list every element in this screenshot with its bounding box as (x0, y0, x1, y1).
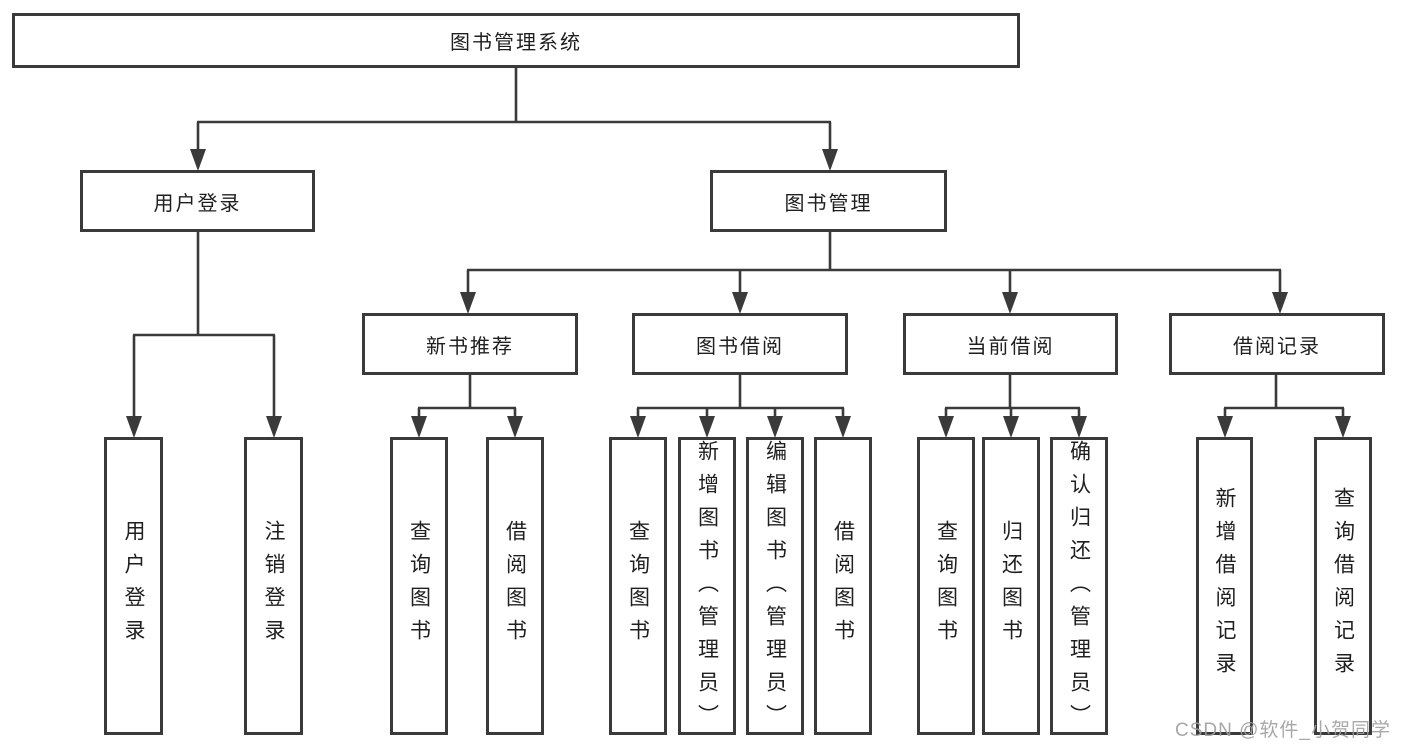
node-book-borrowing: 图书借阅 (632, 313, 848, 375)
node-leaf-borrow-books-recommend: 借阅图书 (486, 437, 544, 735)
node-leaf-add-borrow-record: 新增借阅记录 (1196, 437, 1253, 735)
node-leaf-add-books-admin: 新增图书（管理员） (678, 437, 736, 735)
node-leaf-logout: 注销登录 (244, 437, 303, 735)
node-leaf-confirm-return-admin: 确认归还（管理员） (1050, 437, 1108, 735)
node-leaf-query-books-borrow: 查询图书 (609, 437, 667, 735)
node-user-login: 用户登录 (80, 170, 315, 232)
node-leaf-return-books: 归还图书 (982, 437, 1040, 735)
node-leaf-query-books-recommend: 查询图书 (390, 437, 448, 735)
node-leaf-query-borrow-record: 查询借阅记录 (1314, 437, 1372, 735)
node-book-management: 图书管理 (710, 170, 947, 232)
node-borrowing-records: 借阅记录 (1169, 313, 1385, 375)
node-leaf-query-books-current: 查询图书 (917, 437, 975, 735)
node-library-management-system: 图书管理系统 (12, 13, 1020, 68)
node-leaf-borrow-books: 借阅图书 (814, 437, 872, 735)
node-current-borrowing: 当前借阅 (903, 313, 1118, 375)
watermark: CSDN @软件_小贺同学 (1175, 720, 1391, 741)
node-new-book-recommendation: 新书推荐 (362, 313, 578, 375)
node-leaf-user-login: 用户登录 (104, 437, 163, 735)
node-leaf-edit-books-admin: 编辑图书（管理员） (746, 437, 804, 735)
